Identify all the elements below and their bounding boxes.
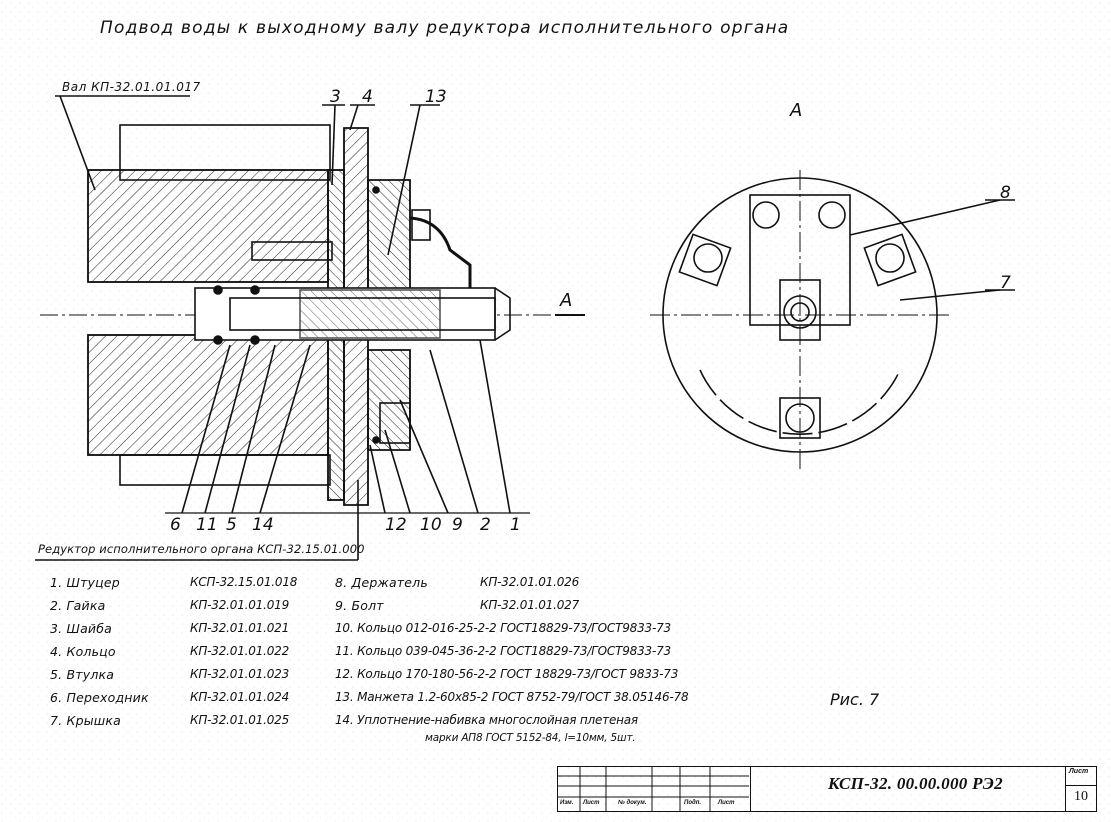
part-14-note: марки АП8 ГОСТ 5152-84, l=10мм, 5шт.	[425, 732, 636, 744]
part-name: 4. Кольцо	[50, 644, 116, 659]
view-a	[650, 170, 1015, 470]
sectional-view	[35, 95, 585, 561]
part-name: 1. Штуцер	[50, 575, 120, 590]
callout-7: 7	[1000, 273, 1011, 293]
part-code: КП-32.01.01.024	[190, 690, 290, 704]
header-doc: № докум.	[618, 800, 647, 806]
view-a-label: А	[790, 100, 803, 121]
part-name: 10. Кольцо 012-016-25-2-2 ГОСТ18829-73/Г…	[335, 621, 671, 635]
reducer-label: Редуктор исполнительного органа КСП-32.1…	[38, 542, 365, 556]
part-code: КП-32.01.01.026	[480, 575, 580, 589]
callouts-right: 87	[1000, 183, 1011, 293]
callout-4: 4	[362, 87, 373, 107]
document-code: КСП-32. 00.00.000 РЭ2	[828, 774, 1003, 793]
part-code: КП-32.01.01.025	[190, 713, 290, 727]
part-name: 3. Шайба	[50, 621, 113, 636]
part-name: 6. Переходник	[50, 690, 149, 705]
callout-2: 2	[480, 515, 491, 535]
header-change: Изм.	[560, 800, 574, 806]
part-name: 11. Кольцо 039-045-36-2-2 ГОСТ18829-73/Г…	[335, 644, 671, 658]
callout-14: 14	[252, 515, 274, 535]
callout-6: 6	[170, 515, 181, 535]
callout-3: 3	[330, 87, 341, 107]
sheet-label: Лист	[1069, 768, 1089, 775]
header-sign: Подп.	[684, 800, 702, 806]
title-block: Изм. Лист № докум. Подп. Лист КСП-32. 00…	[557, 766, 1097, 812]
callout-9: 9	[452, 515, 463, 535]
part-name: 7. Крышка	[50, 713, 122, 728]
header-sheet: Лист	[583, 800, 600, 806]
drawing-title: Подвод воды к выходному валу редуктора и…	[100, 18, 790, 38]
part-name: 8. Держатель	[335, 575, 428, 590]
part-name: 5. Втулка	[50, 667, 115, 682]
part-code: КП-32.01.01.027	[480, 598, 580, 612]
callout-8: 8	[1000, 183, 1011, 203]
figure-label: Рис. 7	[830, 690, 880, 709]
callout-5: 5	[226, 515, 237, 535]
revision-grid	[558, 767, 751, 811]
callout-12: 12	[385, 515, 407, 535]
callout-13: 13	[425, 87, 447, 107]
header-sheet-2: Лист	[718, 800, 735, 806]
callout-10: 10	[420, 515, 442, 535]
sheet-number: 10	[1066, 785, 1096, 805]
part-name: 9. Болт	[335, 598, 384, 613]
part-code: КП-32.01.01.019	[190, 598, 290, 612]
callout-11: 11	[196, 515, 218, 535]
part-name: 13. Манжета 1.2-60х85-2 ГОСТ 8752-79/ГОС…	[335, 690, 689, 704]
callout-1: 1	[510, 515, 521, 535]
shaft-label: Вал КП-32.01.01.017	[62, 80, 201, 94]
part-name: 2. Гайка	[50, 598, 106, 613]
part-code: КСП-32.15.01.018	[190, 575, 298, 589]
part-code: КП-32.01.01.021	[190, 621, 290, 635]
section-a-marker: А	[560, 290, 573, 311]
part-code: КП-32.01.01.023	[190, 667, 290, 681]
sheet-box: Лист 10	[1065, 767, 1096, 811]
part-name: 14. Уплотнение-набивка многослойная плет…	[335, 713, 638, 727]
callouts-top: 3 4 13	[330, 87, 447, 107]
part-name: 12. Кольцо 170-180-56-2-2 ГОСТ 18829-73/…	[335, 667, 679, 681]
title-block-grid	[557, 766, 749, 812]
part-code: КП-32.01.01.022	[190, 644, 290, 658]
